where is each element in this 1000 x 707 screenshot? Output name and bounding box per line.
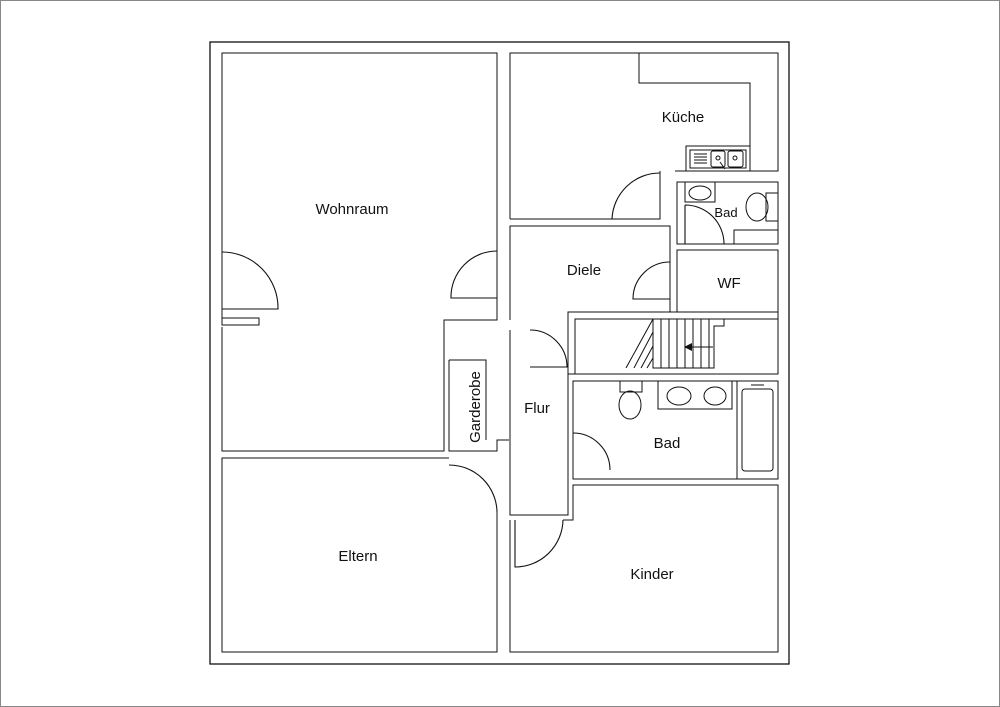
room-flur: [509, 330, 569, 516]
room-eltern: [221, 457, 498, 653]
room-bad-large: [572, 380, 779, 480]
staircase: [567, 311, 779, 375]
label-kueche: Küche: [662, 109, 705, 126]
label-kinder: Kinder: [630, 566, 673, 583]
door-bad-large: [572, 432, 611, 471]
door-wohnraum-west: [221, 251, 279, 310]
label-bad-small: Bad: [714, 205, 737, 220]
doors: [221, 172, 671, 568]
door-diele: [632, 261, 671, 300]
label-wf: WF: [717, 275, 740, 292]
label-eltern: Eltern: [338, 548, 377, 565]
kitchen-sink: [685, 145, 751, 172]
door-flur: [529, 329, 568, 368]
label-bad-large: Bad: [654, 435, 681, 452]
label-wohnraum: Wohnraum: [315, 201, 388, 218]
outer-walls: [209, 41, 790, 665]
label-diele: Diele: [567, 262, 601, 279]
room-garderobe: [448, 359, 509, 452]
room-kueche: [509, 52, 779, 220]
room-wohnraum: [221, 52, 498, 452]
label-garderobe: Garderobe: [467, 371, 484, 443]
room-bad-small: [676, 181, 779, 245]
room-diele: [509, 225, 671, 320]
door-wohnraum-east: [450, 250, 498, 299]
door-kinder: [514, 519, 564, 568]
room-kinder: [509, 484, 779, 653]
door-eltern: [448, 464, 498, 513]
door-kueche: [611, 172, 661, 220]
label-flur: Flur: [524, 400, 550, 417]
